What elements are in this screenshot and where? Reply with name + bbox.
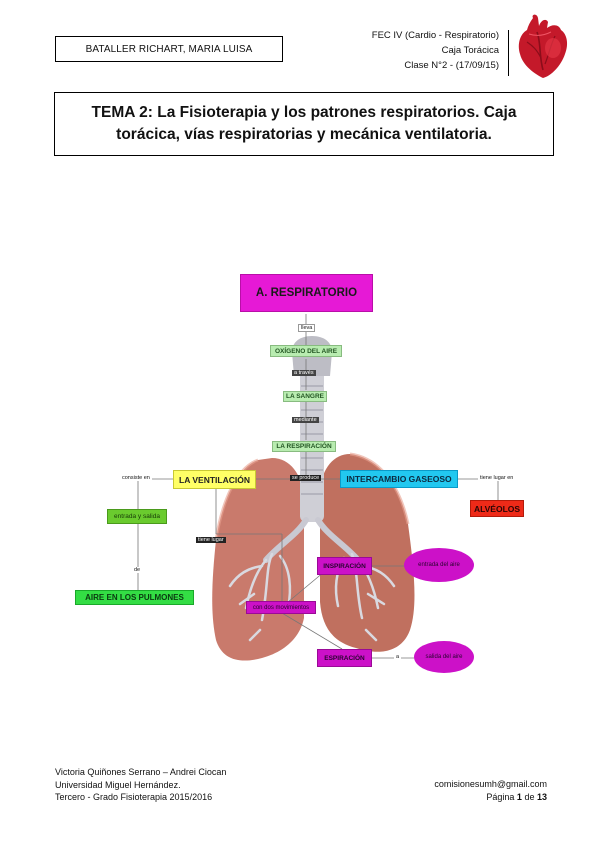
node-entrada-y-salida: entrada y salida (107, 509, 167, 524)
course-topic: Caja Torácica (441, 45, 499, 56)
title-text: La Fisioterapia y los patrones respirato… (116, 104, 517, 143)
lesson-title: TEMA 2: La Fisioterapia y los patrones r… (54, 92, 554, 156)
node-oxigeno-del-aire: OXÍGENO DEL AIRE (270, 345, 342, 357)
page-total: 13 (536, 791, 547, 802)
node-espiracion: ESPIRACIÓN (317, 649, 372, 667)
link-label-lleva: lleva (298, 324, 316, 332)
node-respiratorio: A. RESPIRATORIO (240, 274, 373, 312)
anatomical-heart-icon (518, 14, 568, 78)
node-inspiracion: INSPIRACIÓN (317, 557, 372, 575)
footer-contact-block: comisionesumh@gmail.com Página 1 de 13 (434, 778, 547, 803)
node-la-sangre: LA SANGRE (283, 391, 327, 402)
author-name-box: BATALLER RICHART, MARIA LUISA (55, 36, 283, 62)
page-of: de (524, 791, 535, 802)
link-label-a: a (394, 654, 402, 660)
footer-authors: Victoria Quiñones Serrano – Andrei Cioca… (55, 767, 227, 777)
link-label-consiste-en: consiste en (120, 475, 152, 481)
respiratory-concept-map: A. RESPIRATORIO lleva OXÍGENO DEL AIRE a… (0, 268, 599, 673)
course-header: FEC IV (Cardio - Respiratorio) Caja Torá… (372, 28, 499, 73)
node-alveolos: ALVÉOLOS (470, 500, 524, 517)
footer-year: Tercero - Grado Fisioterapia 2015/2016 (55, 792, 213, 802)
node-aire-en-los-pulmones: AIRE EN LOS PULMONES (75, 590, 194, 605)
node-con-dos-movimientos: con dos movimientos (246, 601, 316, 614)
node-la-ventilacion: LA VENTILACIÓN (173, 470, 256, 489)
header-divider (508, 30, 509, 76)
node-la-respiracion: LA RESPIRACIÓN (272, 441, 336, 452)
page-prefix: Página (486, 791, 515, 802)
course-name: FEC IV (Cardio - Respiratorio) (371, 30, 499, 41)
lungs-illustration (137, 314, 499, 661)
page-number: Página 1 de 13 (434, 791, 547, 804)
class-info: Clase N°2 - (17/09/15) (404, 60, 499, 71)
link-label-tiene-lugar: tiene lugar (196, 537, 226, 543)
title-lead: TEMA 2: (91, 104, 153, 121)
link-label-a-traves: a través (292, 370, 316, 376)
node-entrada-del-aire: entrada del aire (404, 548, 474, 582)
page-current: 1 (516, 791, 522, 802)
link-label-de: de (132, 567, 143, 573)
link-label-se-produce: se produce (290, 475, 322, 481)
node-salida-del-aire: salida del aire (414, 641, 474, 673)
footer-university: Universidad Miguel Hernández. (55, 779, 181, 790)
footer-authors-block: Victoria Quiñones Serrano – Andrei Cioca… (55, 766, 226, 804)
link-label-mediante: mediante (292, 417, 319, 423)
link-label-tiene-lugar-en: tiene lugar en (478, 475, 516, 481)
footer-email: comisionesumh@gmail.com (434, 779, 547, 789)
node-intercambio-gaseoso: INTERCAMBIO GASEOSO (340, 470, 458, 488)
